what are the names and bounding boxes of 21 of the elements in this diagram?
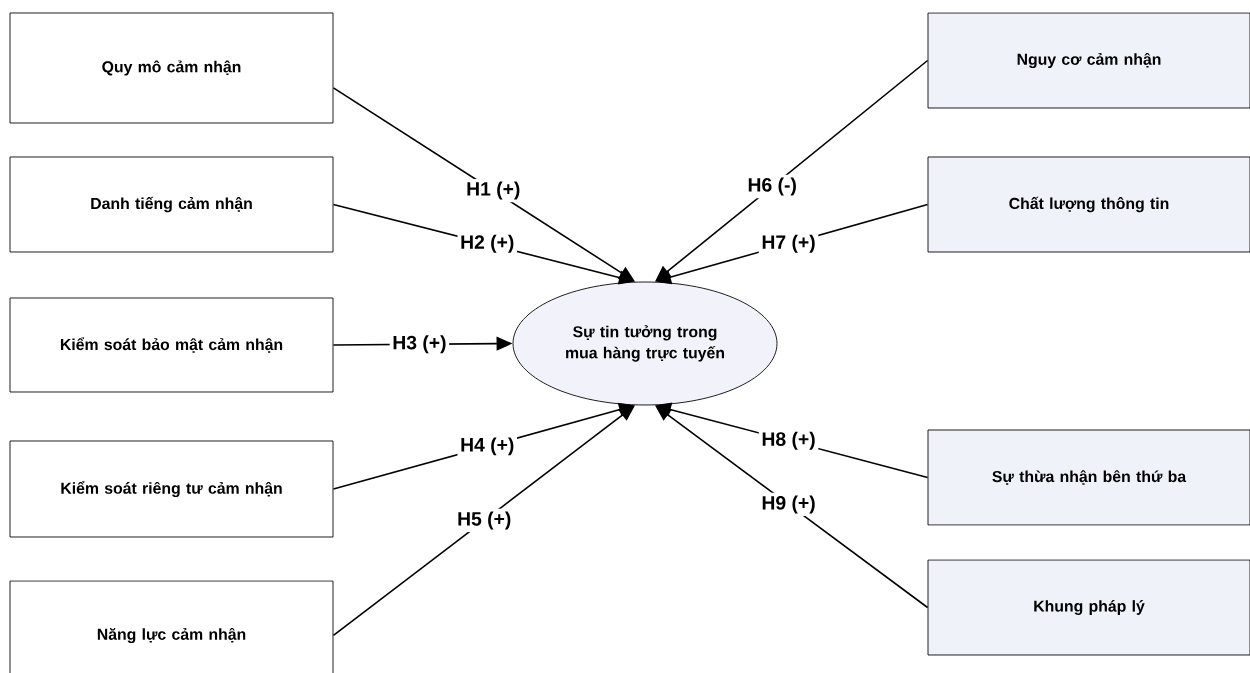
factor-box: Sự thừa nhận bên thứ ba bbox=[927, 429, 1250, 526]
edge-label: H1 (+) bbox=[463, 178, 524, 203]
factor-box: Năng lực cảm nhận bbox=[9, 580, 334, 673]
edge-label: H2 (+) bbox=[457, 232, 517, 256]
edge-label: H9 (+) bbox=[758, 492, 819, 517]
edge-label: H3 (+) bbox=[389, 332, 450, 356]
edge-label: H7 (+) bbox=[758, 232, 819, 256]
factor-box: Nguy cơ cảm nhận bbox=[927, 12, 1250, 109]
edge-label: H5 (+) bbox=[454, 508, 514, 533]
oval-node: Sự tin tưởng trong mua hàng trực tuyến bbox=[512, 281, 778, 406]
factor-box: Quy mô cảm nhận bbox=[9, 12, 334, 124]
factor-box: Danh tiếng cảm nhận bbox=[9, 156, 334, 253]
edge-label: H8 (+) bbox=[758, 429, 819, 453]
factor-box: Chất lượng thông tin bbox=[927, 156, 1250, 253]
factor-box: Khung pháp lý bbox=[927, 559, 1250, 656]
edge-label: H6 (-) bbox=[744, 174, 800, 199]
edge-label: H4 (+) bbox=[457, 434, 517, 459]
arrow bbox=[655, 405, 929, 609]
arrow bbox=[332, 405, 635, 637]
factor-box: Kiểm soát riêng tư cảm nhận bbox=[9, 440, 334, 538]
factor-box: Kiểm soát bảo mật cảm nhận bbox=[9, 297, 334, 393]
